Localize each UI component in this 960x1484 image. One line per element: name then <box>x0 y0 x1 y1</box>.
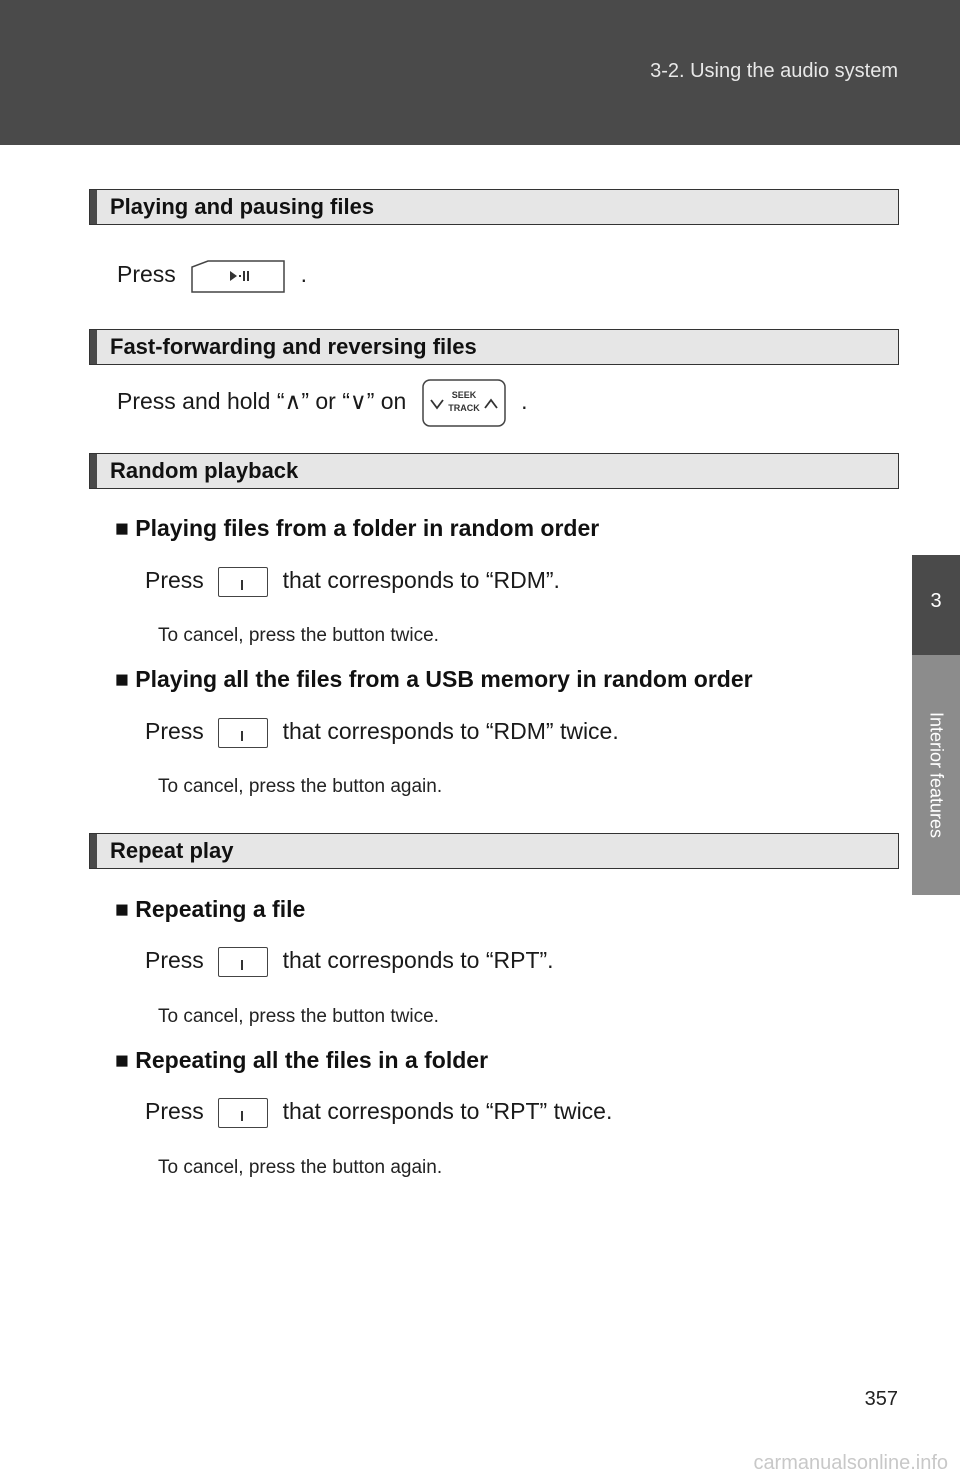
chapter-title-tab: Interior features <box>912 655 960 895</box>
instruction-play-pause: Press . <box>117 259 307 293</box>
subheading-repeat-file: ■ Repeating a file <box>115 896 306 922</box>
instruction-random-usb: Press that corresponds to “RDM” twice. <box>145 718 619 748</box>
instruction-repeat-file: Press that corresponds to “RPT”. <box>145 947 554 977</box>
play-pause-button-icon <box>191 260 285 293</box>
chapter-title: Interior features <box>926 711 947 839</box>
seek-label: SEEK <box>451 390 476 400</box>
subheading-random-folder: ■ Playing files from a folder in random … <box>115 515 600 541</box>
instruction-repeat-folder: Press that corresponds to “RPT” twice. <box>145 1098 612 1128</box>
section-title: Random playback <box>110 458 299 483</box>
subheading-repeat-folder: ■ Repeating all the files in a folder <box>115 1047 489 1073</box>
preset-button-1-icon <box>218 718 269 748</box>
preset-button-2-icon <box>218 1098 269 1128</box>
note-cancel-random-folder: To cancel, press the button twice. <box>158 625 439 646</box>
seek-track-button-icon: SEEK TRACK <box>421 379 506 427</box>
instruction-seek: Press and hold “∧” or “∨” on SEEK TRACK … <box>117 378 528 428</box>
chapter-tab: 3 <box>912 555 960 655</box>
note-cancel-random-usb: To cancel, press the button again. <box>158 776 443 797</box>
watermark: carmanualsonline.info <box>753 1452 948 1474</box>
section-header-random-playback: Random playback <box>89 453 899 489</box>
breadcrumb: 3-2. Using the audio system <box>650 60 898 82</box>
section-title: Playing and pausing files <box>110 194 375 219</box>
section-header-repeat-play: Repeat play <box>89 833 899 869</box>
instruction-random-folder: Press that corresponds to “RDM”. <box>145 567 560 597</box>
page-number: 357 <box>864 1388 898 1410</box>
preset-button-1-icon <box>218 567 269 597</box>
chapter-number: 3 <box>930 590 942 612</box>
preset-button-2-icon <box>218 947 269 977</box>
note-cancel-repeat-folder: To cancel, press the button again. <box>158 1157 443 1178</box>
page-header: 3-2. Using the audio system <box>0 0 960 145</box>
subheading-random-usb: ■ Playing all the files from a USB memor… <box>115 666 753 692</box>
section-header-playing-pausing: Playing and pausing files <box>89 189 899 225</box>
section-title: Repeat play <box>110 838 234 863</box>
note-cancel-repeat-file: To cancel, press the button twice. <box>158 1006 439 1027</box>
section-header-fast-forward: Fast-forwarding and reversing files <box>89 329 899 365</box>
track-label: TRACK <box>448 403 480 413</box>
section-title: Fast-forwarding and reversing files <box>110 334 477 359</box>
